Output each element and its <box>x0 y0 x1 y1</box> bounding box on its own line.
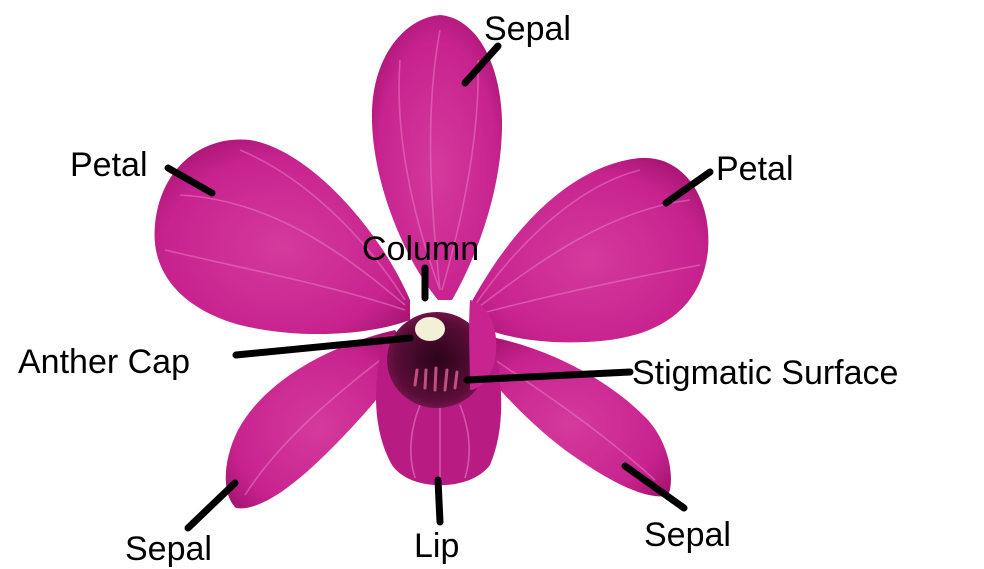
leader-lip <box>438 480 440 522</box>
label-sepal-bottom-right: Sepal <box>644 516 731 554</box>
label-anther-cap: Anther Cap <box>18 343 190 381</box>
label-petal-right: Petal <box>716 150 794 188</box>
label-sepal-bottom-left: Sepal <box>125 530 212 568</box>
label-lip: Lip <box>414 527 459 565</box>
label-petal-left: Petal <box>70 146 148 184</box>
leader-sepal-bottom-left <box>188 483 235 528</box>
label-column: Column <box>362 230 479 268</box>
anther-cap-shape <box>415 317 445 341</box>
label-sepal-top: Sepal <box>484 10 571 48</box>
label-stigmatic-surface: Stigmatic Surface <box>632 354 898 392</box>
petal-right-shape <box>470 158 708 343</box>
